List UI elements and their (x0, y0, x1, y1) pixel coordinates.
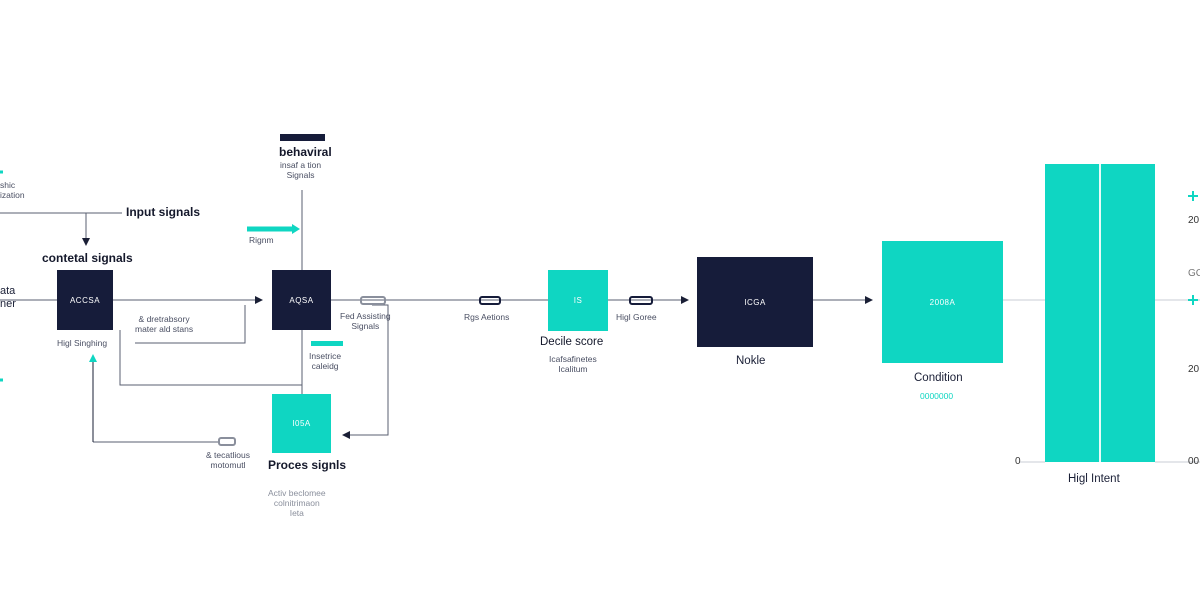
decile-sub-label: Icafsafinetes Icalitum (549, 354, 597, 375)
feedback-note-label: & tecatlious motomutl (206, 450, 250, 471)
left-edge-mid-label: ata ner (0, 285, 16, 311)
signal-arrow-head (292, 224, 300, 234)
feed-assisting-label: Fed Assisting Signals (340, 311, 391, 332)
node-navy-right[interactable]: ICGA (697, 257, 813, 347)
behavioral-title: behaviral (279, 145, 332, 159)
node-teal-big[interactable]: 2008A (882, 241, 1003, 363)
note-bracket (135, 305, 246, 344)
axis-right-top: 20 (1188, 215, 1200, 226)
behavioral-header-bar (280, 134, 325, 141)
chip-feedback (218, 437, 236, 446)
right-marker-2 (1188, 295, 1198, 305)
input-signals-label: Input signals (126, 205, 201, 219)
decile-score-label: Decile score (540, 336, 604, 348)
process-sub-label: Activ beclomee colnitrimaon Ieta (268, 488, 326, 519)
feedback-loop (342, 304, 389, 439)
node-decile[interactable]: IS (548, 270, 608, 331)
axis-left-zero: 0 (1015, 456, 1021, 467)
condition-value: 0000000 (920, 391, 954, 401)
node-aqsa-center[interactable]: AQSA (272, 270, 331, 330)
right-marker-1 (1188, 191, 1198, 201)
node-label: Nokle (736, 355, 766, 367)
condition-label: Condition (914, 372, 963, 384)
node-aqsa-left[interactable]: ACCSA (57, 270, 113, 330)
axis-right-low: 20 (1188, 364, 1200, 375)
chip-actions (479, 296, 501, 305)
high-intent-label: Higl Intent (1068, 473, 1120, 485)
chip-score (629, 296, 653, 305)
left-edge-top-label: shic ization (0, 180, 25, 201)
teal-chip-label: Insetrice caleidg (309, 351, 342, 372)
lower-bracket (119, 330, 302, 386)
node-process[interactable]: I05A (272, 394, 331, 453)
intent-column-divider (1099, 164, 1101, 462)
axis-right-zero: 00 (1188, 456, 1200, 467)
mid-note-label: & dretrabsory mater ald stans (135, 314, 194, 335)
bar-actions-label: Rgs Aetions (464, 312, 510, 322)
high-score-label: Higl Goree (616, 312, 657, 322)
high-signaling-label: Higl Singhing (57, 338, 108, 348)
process-signals-label: Proces signls (268, 458, 347, 472)
behavioral-subtitle: insaf a tion Signals (280, 160, 322, 181)
axis-right-mid: GC (1188, 268, 1200, 279)
chip-feed (360, 296, 386, 305)
signal-small-label: Rignm (249, 235, 274, 245)
teal-chip-bar (311, 341, 343, 346)
contextual-signals-label: contetal signals (42, 251, 133, 265)
